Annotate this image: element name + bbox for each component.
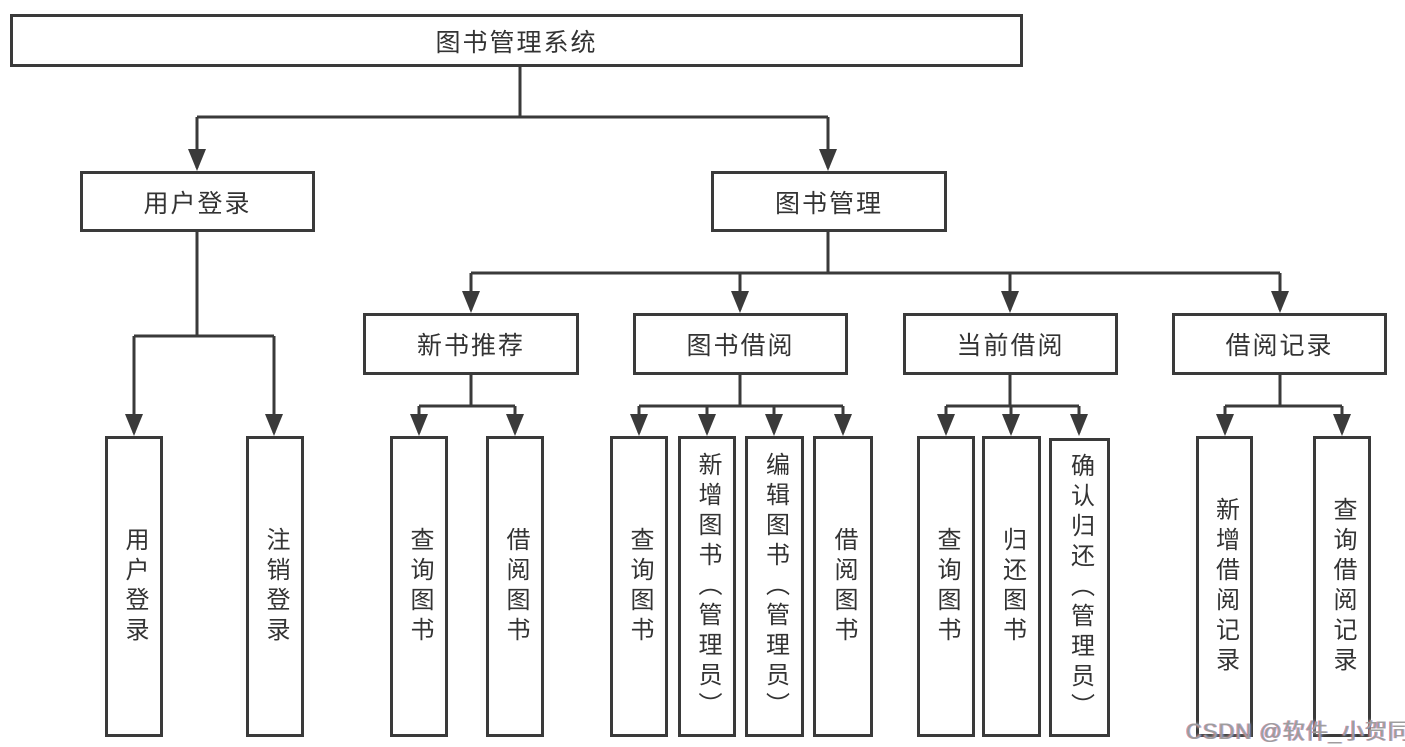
arrowhead-icon: [1216, 414, 1234, 436]
leaf-current-query-book: 查询图书: [917, 436, 975, 737]
arrowhead-icon: [1002, 414, 1020, 436]
leaf-confirm-return-admin: 确认归还（管理员）: [1049, 438, 1110, 737]
node-borrow-record: 借阅记录: [1172, 313, 1387, 375]
leaf-add-borrow-record: 新增借阅记录: [1196, 436, 1253, 737]
arrowhead-icon: [410, 414, 428, 436]
arrowhead-icon: [1333, 414, 1351, 436]
node-root-system: 图书管理系统: [10, 14, 1023, 67]
leaf-query-borrow-record: 查询借阅记录: [1313, 436, 1371, 737]
arrowhead-icon: [731, 291, 749, 313]
arrowhead-icon: [188, 149, 206, 171]
leaf-user-login: 用户登录: [105, 436, 163, 737]
node-book-management: 图书管理: [711, 171, 947, 232]
leaf-logout: 注销登录: [246, 436, 304, 737]
node-new-book-recommend: 新书推荐: [363, 313, 579, 375]
arrowhead-icon: [265, 414, 283, 436]
leaf-newbook-borrow-book: 借阅图书: [486, 436, 544, 737]
arrowhead-icon: [506, 414, 524, 436]
leaf-add-book-admin: 新增图书（管理员）: [678, 436, 736, 737]
arrowhead-icon: [937, 414, 955, 436]
arrowhead-icon: [1001, 291, 1019, 313]
arrowhead-icon: [1070, 414, 1088, 436]
arrowhead-icon: [462, 291, 480, 313]
node-current-borrow: 当前借阅: [903, 313, 1118, 375]
leaf-newbook-query-book: 查询图书: [390, 436, 448, 737]
arrowhead-icon: [834, 414, 852, 436]
arrowhead-icon: [630, 414, 648, 436]
arrowhead-icon: [819, 149, 837, 171]
leaf-borrow-borrow-book: 借阅图书: [813, 436, 873, 737]
leaf-return-book: 归还图书: [982, 436, 1041, 737]
arrowhead-icon: [698, 414, 716, 436]
node-book-borrow: 图书借阅: [633, 313, 848, 375]
tree-connector-path: [132, 67, 1344, 433]
arrowhead-icon: [1271, 291, 1289, 313]
node-user-login: 用户登录: [80, 171, 315, 232]
arrowhead-icon: [765, 414, 783, 436]
leaf-borrow-query-book: 查询图书: [610, 436, 668, 737]
arrowhead-icon: [125, 414, 143, 436]
leaf-edit-book-admin: 编辑图书（管理员）: [745, 436, 804, 737]
arrowheads: [125, 149, 1351, 436]
